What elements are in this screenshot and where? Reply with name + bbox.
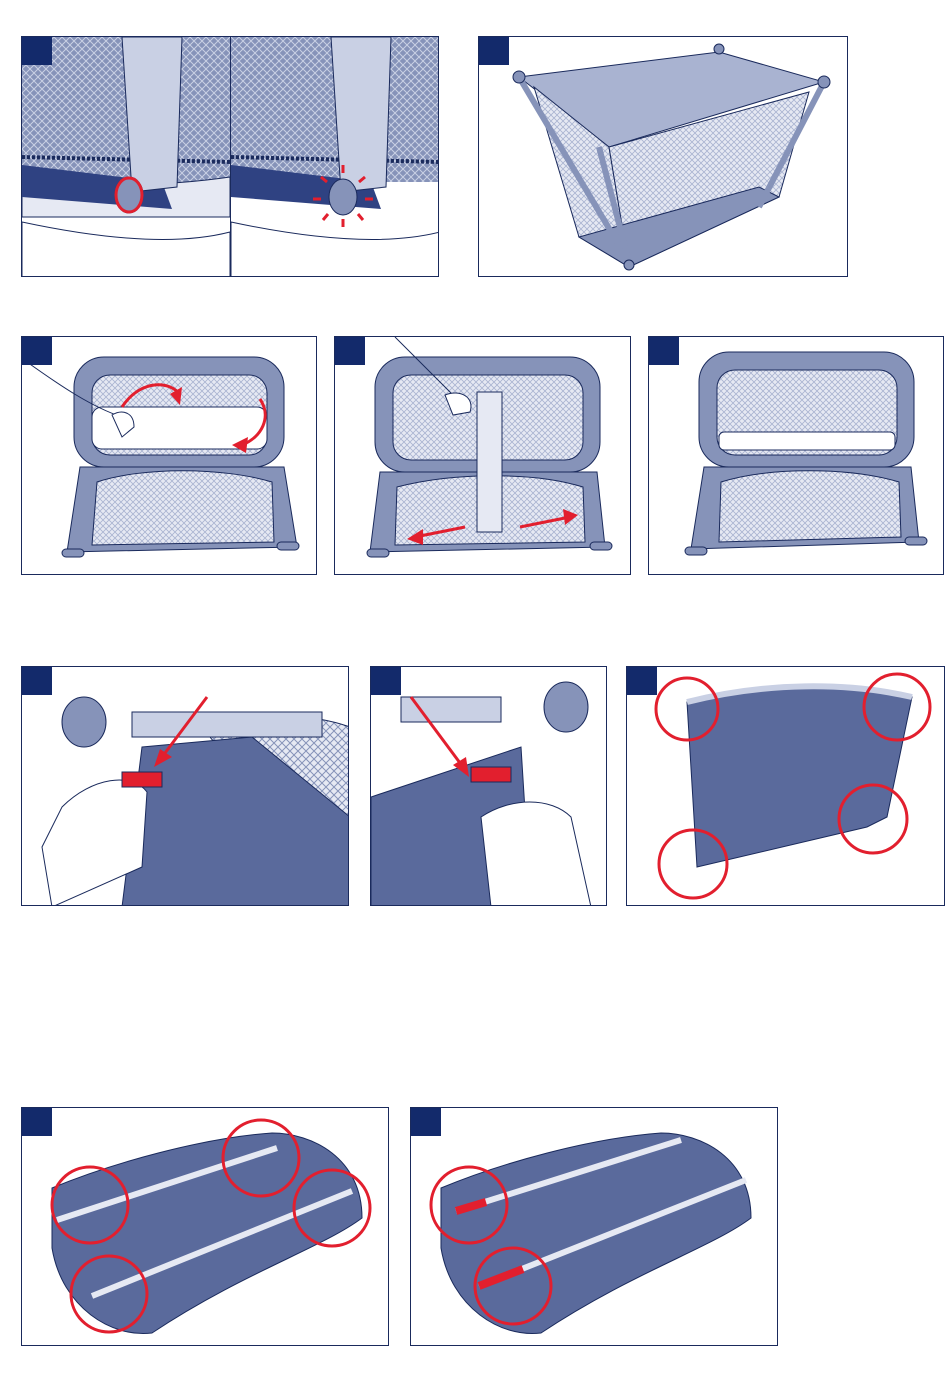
step-badge: [371, 667, 401, 695]
step-panel-10: [410, 1107, 778, 1346]
folded-frame-illustration: [479, 37, 848, 277]
crib-ready-illustration: [649, 337, 944, 575]
step-badge: [649, 337, 679, 365]
pull-straps-illustration: [335, 337, 631, 575]
step-panel-4: [334, 336, 631, 575]
step-badge: [335, 337, 365, 365]
step-badge: [22, 37, 52, 65]
step-badge: [22, 667, 52, 695]
clip-highlight: [122, 772, 162, 787]
step-panel-3: [21, 336, 317, 575]
highlight-circle: [659, 830, 727, 898]
leg-button-illustration: [22, 37, 439, 277]
step-badge: [411, 1108, 441, 1136]
step-panel-5: [648, 336, 944, 575]
step-badge: [22, 337, 52, 365]
step-panel-1: [21, 36, 439, 277]
step-panel-7: [370, 666, 607, 906]
step-badge: [479, 37, 509, 65]
step-badge: [627, 667, 657, 695]
step-panel-8: [626, 666, 945, 906]
clip-left-illustration: [22, 667, 349, 906]
mattress-rods-inserted-illustration: [411, 1108, 778, 1346]
clip-right-illustration: [371, 667, 607, 906]
step-badge: [22, 1108, 52, 1136]
step-panel-2: [478, 36, 848, 277]
place-mattress-illustration: [22, 337, 317, 575]
sheet-corners-illustration: [627, 667, 945, 906]
mattress-rods-illustration: [22, 1108, 389, 1346]
step-panel-6: [21, 666, 349, 906]
clip-highlight: [471, 767, 511, 782]
step-panel-9: [21, 1107, 389, 1346]
